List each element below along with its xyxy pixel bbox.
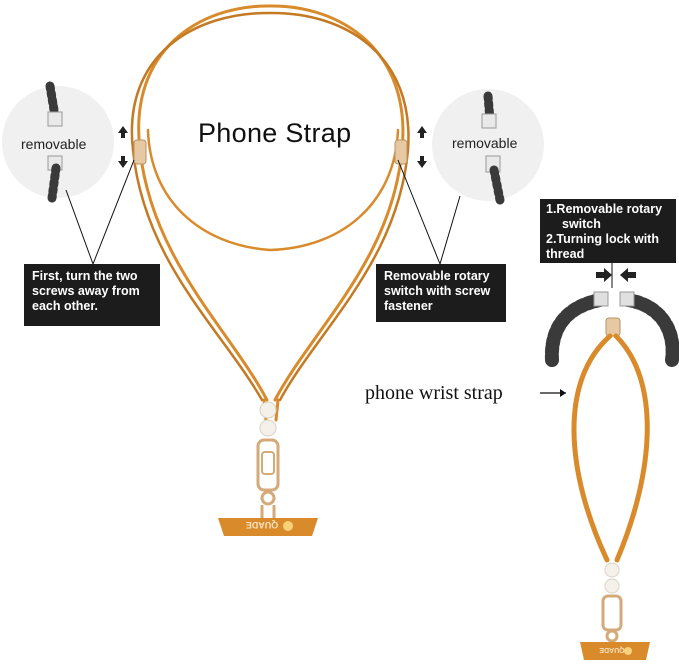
wrist-brand-logo-text: QUADE (599, 646, 625, 653)
right-cord-top (481, 91, 497, 129)
pearls (259, 401, 277, 437)
right-callout-line2: switch (562, 217, 601, 231)
right-removable-label: removable (452, 135, 518, 151)
right-connector (394, 139, 408, 165)
left-connector (133, 139, 147, 165)
mid-callout: Removable rotary switch with screw faste… (376, 264, 506, 322)
right-arrows-icon (417, 126, 427, 168)
left-callout-line2: screws away from (32, 284, 140, 298)
wrist-pearls (604, 562, 620, 594)
left-callout: First, turn the two screws away from eac… (24, 264, 160, 326)
wrist-strap (571, 317, 650, 563)
left-callout-line3: each other. (32, 299, 98, 313)
right-callout-line4: thread (546, 247, 585, 261)
left-cord-bottom (47, 155, 63, 203)
left-callout-line1: First, turn the two (32, 269, 138, 283)
wrist-pointer-arrows (596, 268, 636, 282)
right-callout-line3: 2.Turning lock with (546, 232, 659, 246)
clasp (256, 438, 280, 518)
right-cord-bottom (485, 155, 505, 205)
mid-callout-line2: switch with screw (384, 284, 491, 298)
left-arrows-icon (118, 126, 128, 168)
left-cord-top (45, 81, 63, 127)
brand-logo-text: QUADE (245, 520, 279, 530)
left-detail-circle (2, 81, 114, 203)
page-title: Phone Strap (198, 118, 352, 148)
left-removable-label: removable (21, 136, 87, 152)
wrist-cord-arc (544, 291, 679, 367)
wrist-strap-label: phone wrist strap (365, 382, 503, 404)
wrist-clasp (601, 594, 623, 643)
wrist-patch-tab (580, 642, 650, 660)
right-callout: 1.Removable rotary switch 2.Turning lock… (540, 199, 676, 263)
lanyard-strap (130, 4, 410, 422)
wrist-label-arrow-icon (540, 389, 566, 397)
mid-callout-line3: fastener (384, 299, 433, 313)
right-callout-line1: 1.Removable rotary (546, 202, 663, 216)
leader-lines (65, 159, 461, 265)
patch-tab (218, 518, 318, 536)
mid-callout-line1: Removable rotary (384, 269, 490, 283)
right-detail-circle (432, 89, 544, 205)
